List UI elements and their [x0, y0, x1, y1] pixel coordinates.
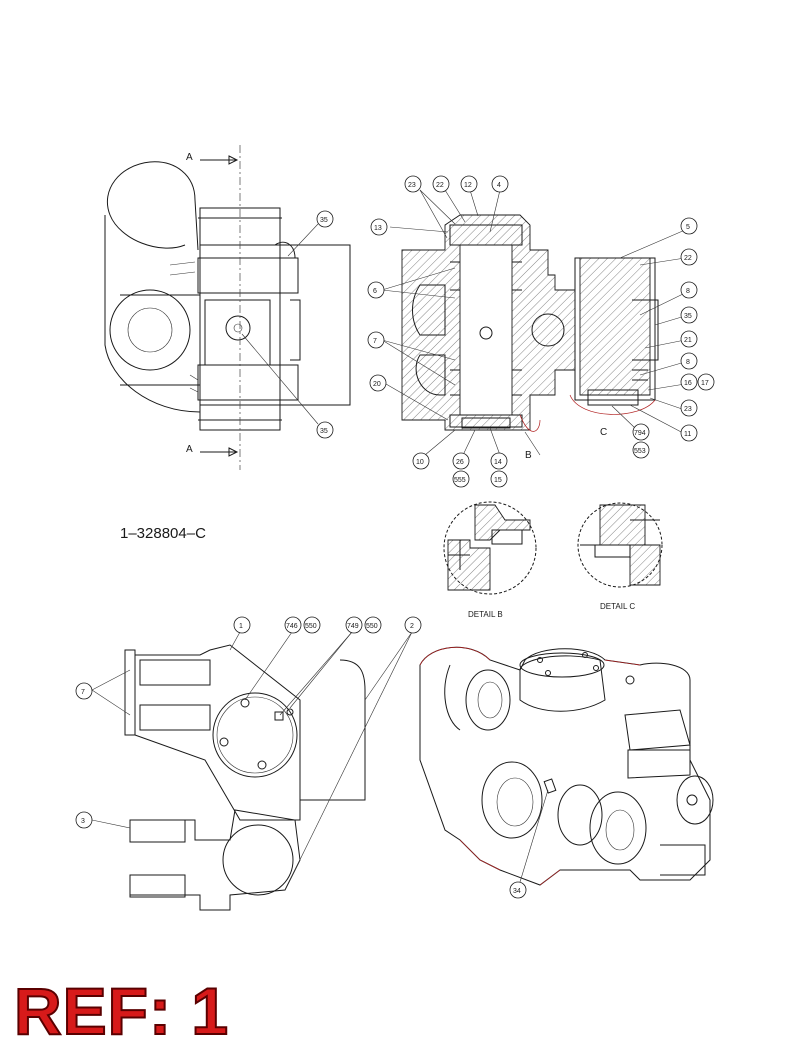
part-number: 1–328804–C	[120, 525, 206, 542]
svg-text:1: 1	[239, 623, 243, 630]
svg-text:13: 13	[374, 225, 382, 232]
svg-text:8: 8	[686, 359, 690, 366]
svg-text:7: 7	[373, 338, 377, 345]
svg-text:4: 4	[497, 182, 501, 189]
view-section-a-a: B C 23 22 12 4 13 5 22 6 8 35	[367, 175, 715, 488]
balloon-15: 15	[490, 470, 508, 488]
balloon-11: 11	[680, 424, 698, 442]
section-label-top: A	[186, 152, 193, 163]
balloon-16: 16	[680, 373, 698, 391]
balloon-26: 26	[452, 452, 470, 470]
balloon-794: 794	[632, 423, 650, 441]
view-isometric: 34	[419, 646, 714, 899]
balloon-7-section: 7	[367, 331, 385, 349]
section-label-bottom: A	[186, 444, 193, 455]
balloon-5: 5	[680, 217, 698, 235]
balloon-1: 1	[233, 616, 251, 634]
svg-text:17: 17	[701, 380, 709, 387]
svg-text:35: 35	[320, 428, 328, 435]
balloon-746: 746	[284, 616, 302, 634]
svg-text:7: 7	[81, 689, 85, 696]
balloon-14: 14	[490, 452, 508, 470]
balloon-2: 2	[404, 616, 422, 634]
balloon-3: 3	[75, 811, 93, 829]
svg-text:749: 749	[347, 623, 359, 630]
balloon-8-upper: 8	[680, 281, 698, 299]
balloon-7-elevation: 7	[75, 682, 93, 700]
balloon-6: 6	[367, 281, 385, 299]
balloon-22-top: 22	[432, 175, 450, 193]
svg-text:8: 8	[686, 288, 690, 295]
svg-text:6: 6	[373, 288, 377, 295]
ref-label: REF: 1	[13, 974, 230, 1048]
section-b-letter: B	[525, 450, 532, 461]
balloon-550-b: 550	[364, 616, 382, 634]
view-top-left-elevation: A A 35 35	[104, 145, 351, 470]
svg-text:5: 5	[686, 224, 690, 231]
balloon-34: 34	[509, 881, 527, 899]
svg-text:20: 20	[373, 381, 381, 388]
balloon-555: 555	[452, 470, 470, 488]
svg-text:2: 2	[410, 623, 414, 630]
balloon-23: 23	[404, 175, 422, 193]
balloon-10: 10	[412, 452, 430, 470]
balloon-35-lower: 35	[316, 421, 334, 439]
balloon-17: 17	[697, 373, 715, 391]
svg-text:3: 3	[81, 818, 85, 825]
balloon-23-right: 23	[680, 399, 698, 417]
detail-b-label: DETAIL B	[468, 610, 503, 619]
svg-text:550: 550	[366, 623, 378, 630]
balloon-8-lower: 8	[680, 352, 698, 370]
svg-text:22: 22	[436, 182, 444, 189]
svg-text:16: 16	[684, 380, 692, 387]
balloon-13: 13	[370, 218, 388, 236]
svg-text:35: 35	[320, 217, 328, 224]
svg-text:553: 553	[634, 448, 646, 455]
svg-text:21: 21	[684, 337, 692, 344]
view-bottom-left-elevation: 1 746 550 749 550 2 7 3	[75, 616, 422, 911]
svg-text:794: 794	[634, 430, 646, 437]
svg-text:12: 12	[464, 182, 472, 189]
balloon-22-right: 22	[680, 248, 698, 266]
section-c-letter: C	[600, 427, 607, 438]
balloon-21: 21	[680, 330, 698, 348]
balloon-12: 12	[460, 175, 478, 193]
svg-text:26: 26	[456, 459, 464, 466]
svg-text:746: 746	[286, 623, 298, 630]
balloon-35-section: 35	[680, 306, 698, 324]
svg-text:15: 15	[494, 477, 502, 484]
svg-text:10: 10	[416, 459, 424, 466]
balloon-550-a: 550	[303, 616, 321, 634]
svg-text:35: 35	[684, 313, 692, 320]
svg-text:23: 23	[408, 182, 416, 189]
balloon-553: 553	[632, 441, 650, 459]
svg-text:11: 11	[684, 431, 691, 438]
balloon-749: 749	[345, 616, 363, 634]
balloon-35-upper: 35	[316, 210, 334, 228]
detail-b: DETAIL B	[443, 501, 537, 619]
detail-c-label: DETAIL C	[600, 602, 635, 611]
svg-text:555: 555	[454, 477, 466, 484]
svg-text:14: 14	[494, 459, 502, 466]
balloon-20: 20	[369, 374, 387, 392]
balloon-4: 4	[491, 175, 509, 193]
detail-c: DETAIL C	[577, 502, 663, 611]
svg-text:23: 23	[684, 406, 692, 413]
svg-text:22: 22	[684, 255, 692, 262]
svg-text:34: 34	[513, 888, 521, 895]
svg-text:550: 550	[305, 623, 317, 630]
